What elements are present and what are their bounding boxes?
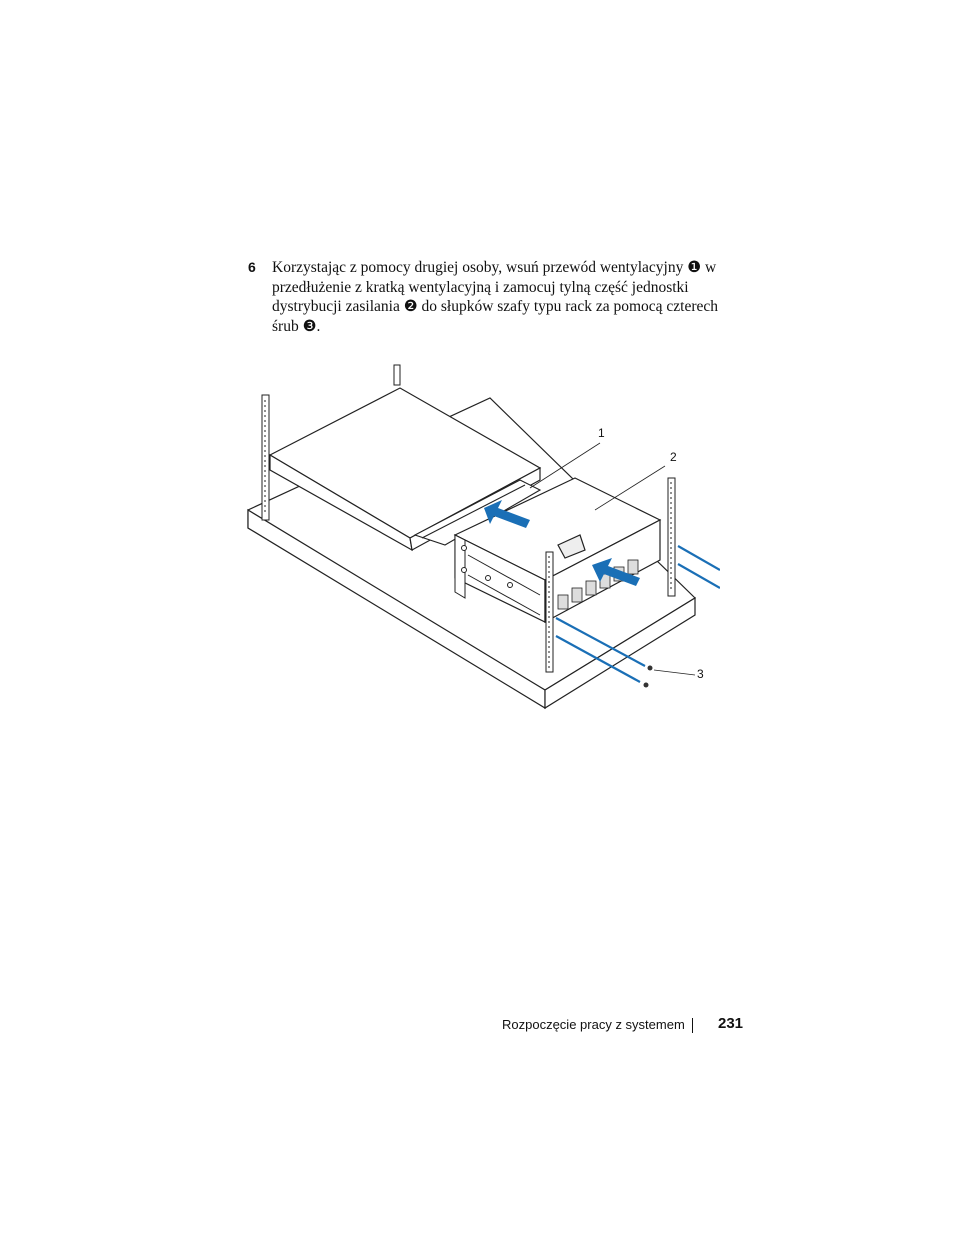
installation-illustration: 1 2 3 [240,360,729,710]
pdu-left-bracket [454,534,541,616]
screw-arrows [555,545,721,683]
page-number: 231 [718,1015,744,1032]
page-footer: Rozpoczęcie pracy z systemem 231 [0,1015,954,1037]
rack-pdu-diagram [247,364,729,710]
footer-section-title: Rozpoczęcie pracy z systemem [502,1017,685,1032]
callout-1: 1 [598,426,605,440]
footer-separator [692,1018,693,1033]
front-right-rack-post [667,477,676,597]
step-instruction-text: Korzystając z pomocy drugiej osoby, wsuń… [272,259,719,335]
callout-2: 2 [670,450,677,464]
vent-extension [413,479,542,546]
left-rear-rack-post [261,394,270,521]
callout-3: 3 [697,667,704,681]
insertion-arrows [484,500,640,586]
step-number: 6 [248,259,256,275]
back-rack-post [393,364,401,386]
front-left-rack-post [545,551,554,673]
callout-leaders [529,442,696,676]
